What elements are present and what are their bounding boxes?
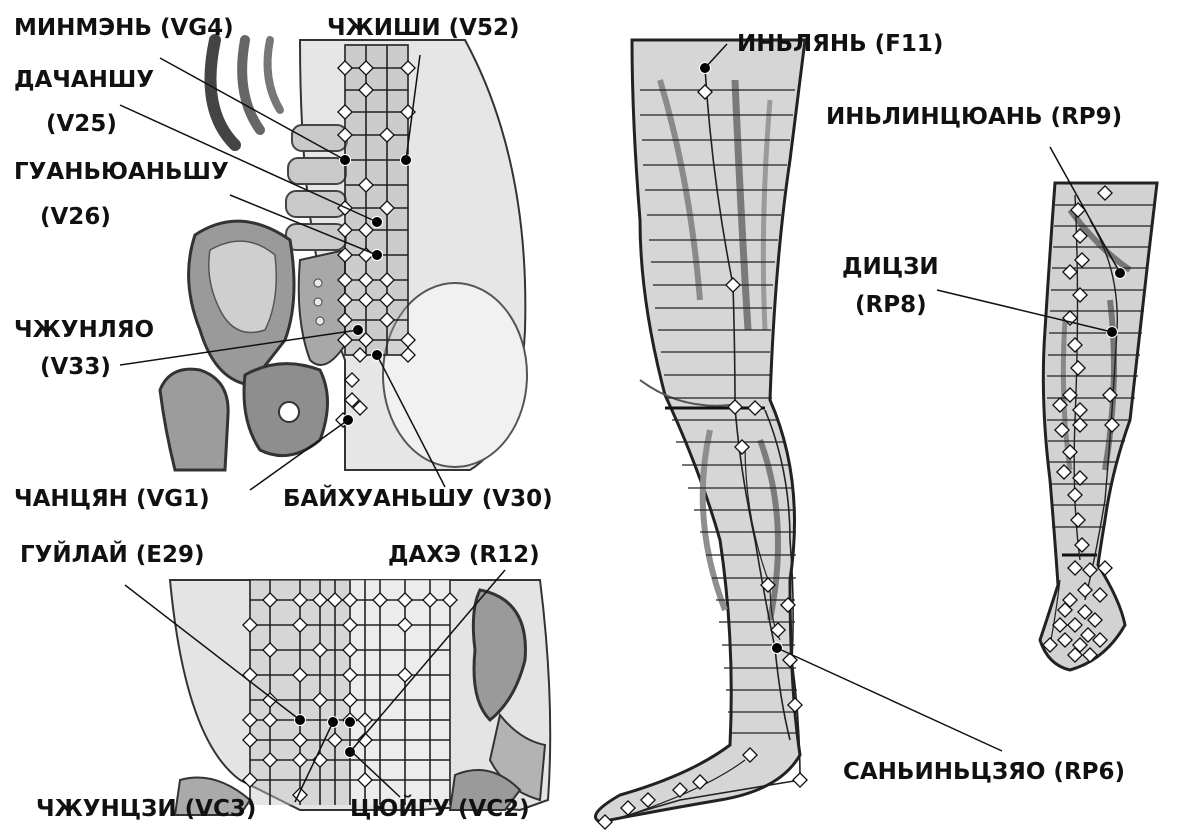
label-inlintsyuan: ИНЬЛИНЦЮАНЬ (RP9)	[826, 103, 1122, 131]
label-chzhunlyao: ЧЖУНЛЯО	[14, 316, 154, 344]
label-baykhuanshu: БАЙХУАНЬШУ (V30)	[283, 485, 553, 513]
sacral-grid	[345, 45, 408, 355]
label-minmen: МИНМЭНЬ (VG4)	[14, 14, 234, 42]
leg-figure	[596, 40, 806, 822]
label-tsyuygu: ЦЮЙГУ (VC2)	[350, 795, 530, 823]
open-point-marker	[793, 773, 807, 787]
label-dachanshu-code: (V25)	[46, 110, 117, 138]
label-sanyintszyao: САНЬИНЬЦЗЯО (RP6)	[843, 758, 1125, 786]
label-ditszi: ДИЦЗИ	[842, 253, 939, 281]
label-inlyan: ИНЬЛЯНЬ (F11)	[737, 30, 943, 58]
label-dakhe: ДАХЭ (R12)	[388, 541, 540, 569]
label-guylay: ГУЙЛАЙ (E29)	[20, 541, 205, 569]
label-chzhishi: ЧЖИШИ (V52)	[327, 14, 520, 42]
label-guanyuanshu-code: (V26)	[40, 203, 111, 231]
label-guanyuanshu: ГУАНЬЮАНЬШУ	[14, 158, 229, 186]
label-chzhunlyao-code: (V33)	[40, 353, 111, 381]
acupoint-marker	[345, 717, 356, 728]
label-ditszi-code: (RP8)	[855, 291, 927, 319]
label-dachanshu: ДАЧАНШУ	[14, 66, 154, 94]
label-chzhuntszi: ЧЖУНЦЗИ (VC3)	[36, 795, 256, 823]
label-chantsyan: ЧАНЦЯН (VG1)	[14, 485, 210, 513]
